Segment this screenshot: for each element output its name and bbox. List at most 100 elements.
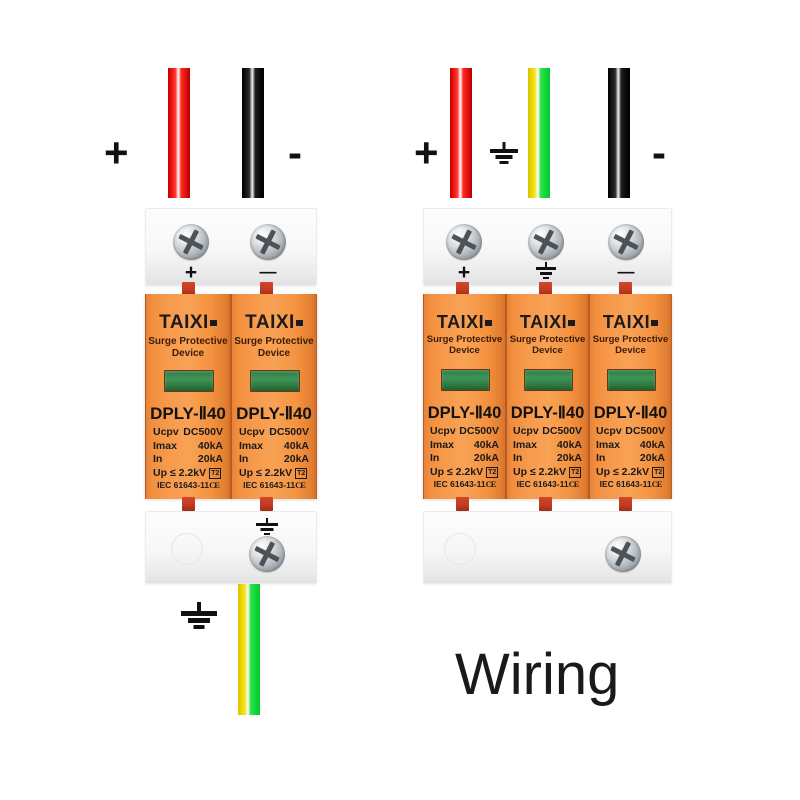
spec-row: In 20kA — [153, 453, 223, 467]
ce-mark: CE — [651, 479, 663, 489]
spec-key: In — [513, 452, 523, 464]
subtitle-line-2: Device — [257, 347, 291, 359]
subtitle-line-1: Surge Protective — [509, 334, 586, 345]
module-pin — [182, 497, 195, 511]
spec-key: Imax — [239, 439, 263, 452]
class-test-box: T2 — [652, 466, 665, 478]
standard-line: IEC 61643-11CE — [424, 479, 505, 489]
brand-logo: TAIXI — [232, 312, 316, 334]
brand-text: TAIXI — [245, 312, 295, 333]
spd-module[interactable]: TAIXI Surge Protective Device DPLY-Ⅱ40 U… — [145, 294, 231, 499]
spec-row: Ucpv DC500V — [153, 426, 223, 440]
spec-key: Imax — [153, 439, 177, 452]
subtitle-line-2: Device — [449, 344, 480, 356]
top-housing: + — — [145, 208, 317, 286]
device-three-pole-spd[interactable]: + — TAIXI Surge Protective Device — [423, 208, 672, 584]
terminal-label-negative: — — [259, 262, 277, 281]
terminal-screw-earth[interactable] — [528, 224, 564, 260]
ce-mark: CE — [568, 479, 580, 489]
spec-row: Ucpv DC500V — [513, 425, 582, 439]
spec-row: Imax 40kA — [596, 439, 665, 453]
spec-list: Ucpv DC500V Imax 40kA In 20kA Up ≤ 2.2kV — [424, 425, 505, 479]
spd-module[interactable]: TAIXI Surge Protective Device DPLY-Ⅱ40 U… — [423, 294, 506, 499]
spec-row: In 20kA — [596, 452, 665, 466]
earth-bar-2 — [188, 618, 210, 623]
module-pin — [456, 497, 469, 511]
brand-text: TAIXI — [519, 312, 568, 332]
subtitle-line-1: Surge Protective — [234, 336, 314, 347]
terminal-label-positive: + — [457, 261, 471, 284]
right-label-negative: - — [652, 129, 666, 176]
spec-row: In 20kA — [239, 453, 309, 467]
spec-value: DC500V — [542, 425, 582, 437]
spec-value: 20kA — [283, 453, 309, 465]
brand-square-icon — [651, 320, 659, 327]
spec-key: Ucpv — [596, 425, 622, 437]
class-test-box: T2 — [486, 466, 499, 478]
spec-list: Ucpv DC500V Imax 40kA In 20kA Up ≤ 2.2kV — [507, 425, 588, 479]
spec-row: Imax 40kA — [513, 439, 582, 453]
earth-stem — [502, 142, 506, 150]
spec-row-up: Up ≤ 2.2kV T2 — [596, 466, 665, 480]
housing-dimple — [171, 533, 203, 565]
spec-key-up: Up — [513, 465, 527, 478]
terminal-screw-negative[interactable] — [250, 224, 286, 260]
module-subtitle: Surge Protective Device — [590, 334, 671, 357]
model-number: DPLY-Ⅱ40 — [236, 404, 312, 423]
spec-key: Imax — [430, 438, 454, 451]
spec-list: Ucpv DC500V Imax 40kA In 20kA Up ≤ 2.2kV — [232, 426, 316, 480]
standard-line: IEC 61643-11CE — [590, 479, 671, 489]
earth-stem — [197, 602, 201, 612]
spec-value: 40kA — [197, 439, 223, 452]
earth-bar-2 — [540, 272, 552, 275]
spd-module[interactable]: TAIXI Surge Protective Device DPLY-Ⅱ40 U… — [589, 294, 672, 499]
spec-row: Ucpv DC500V — [596, 425, 665, 439]
module-subtitle: Surge Protective Device — [146, 336, 230, 359]
spec-row: Imax 40kA — [153, 440, 223, 454]
spec-value: 40kA — [639, 438, 665, 451]
terminal-label-negative: — — [617, 262, 635, 281]
terminal-screw-earth[interactable] — [249, 536, 285, 572]
terminal-screw-negative[interactable] — [608, 224, 644, 260]
terminal-label-positive: + — [184, 261, 198, 284]
top-housing: + — — [423, 208, 672, 286]
device-two-pole-spd[interactable]: + — TAIXI Surge Protective Device DPLY-Ⅱ… — [145, 208, 317, 584]
right-wire-positive — [450, 68, 472, 198]
standard-text: IEC 61643-11 — [516, 479, 569, 489]
class-test-box: T2 — [569, 466, 582, 478]
standard-line: IEC 61643-11CE — [146, 480, 230, 490]
brand-text: TAIXI — [602, 312, 651, 332]
spec-key-up: Up — [153, 466, 167, 479]
class-test-box: T2 — [209, 467, 222, 479]
left-wire-negative — [242, 68, 264, 198]
earth-bar-3 — [264, 533, 270, 535]
right-label-positive: + — [414, 129, 439, 176]
module-pin — [619, 282, 632, 296]
status-indicator-window — [250, 370, 300, 392]
brand-logo: TAIXI — [146, 312, 230, 334]
right-label-earth — [488, 142, 520, 164]
spec-value-up: ≤ 2.2kV — [613, 465, 650, 478]
spd-module[interactable]: TAIXI Surge Protective Device DPLY-Ⅱ40 U… — [231, 294, 317, 499]
spec-key: In — [153, 453, 163, 465]
status-indicator-window — [524, 369, 573, 391]
earth-bar-2 — [260, 528, 274, 531]
earth-bar-3 — [499, 161, 509, 164]
terminal-screw-positive[interactable] — [173, 224, 209, 260]
status-indicator-window — [164, 370, 214, 392]
ce-mark: CE — [209, 480, 220, 490]
spd-module[interactable]: TAIXI Surge Protective Device DPLY-Ⅱ40 U… — [506, 294, 589, 499]
spec-value: DC500V — [459, 425, 499, 437]
standard-text: IEC 61643-11 — [157, 480, 210, 490]
standard-text: IEC 61643-11 — [243, 480, 296, 490]
spec-value-up: ≤ 2.2kV — [170, 466, 207, 479]
earth-bar-3 — [193, 625, 205, 629]
terminal-screw-positive[interactable] — [446, 224, 482, 260]
terminal-screw-earth[interactable] — [605, 536, 641, 572]
ce-mark: CE — [295, 480, 306, 490]
spec-key: In — [596, 452, 606, 464]
left-label-negative: - — [288, 129, 302, 176]
model-number: DPLY-Ⅱ40 — [510, 404, 585, 422]
spec-value: DC500V — [269, 426, 309, 438]
